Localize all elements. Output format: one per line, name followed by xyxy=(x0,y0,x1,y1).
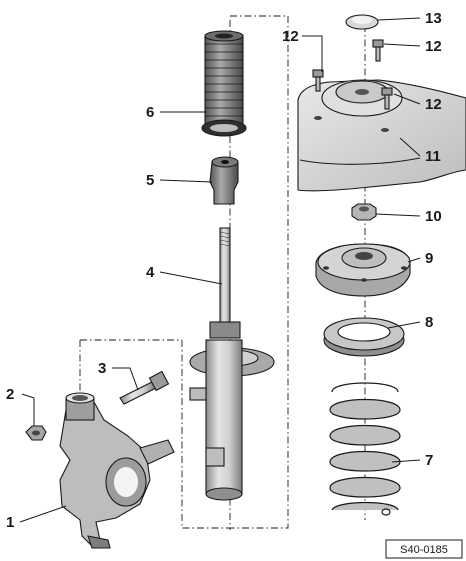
shock-absorber xyxy=(189,227,275,501)
callout-12-top-right: 12 xyxy=(425,38,442,55)
reference-code: S40-0185 xyxy=(400,544,448,556)
bolt xyxy=(381,87,393,110)
callout-1: 1 xyxy=(6,514,14,531)
wheel-bearing-housing xyxy=(59,392,175,549)
callout-6: 6 xyxy=(146,104,154,121)
callout-4: 4 xyxy=(146,264,155,281)
body-mounting xyxy=(297,79,466,192)
protective-boot xyxy=(201,30,247,137)
bolt xyxy=(312,69,324,92)
callout-5: 5 xyxy=(146,172,154,189)
cap xyxy=(345,14,379,30)
callout-2: 2 xyxy=(6,386,14,403)
spring-seat xyxy=(323,317,405,357)
callout-12-mid-right: 12 xyxy=(425,96,442,113)
callout-11: 11 xyxy=(425,148,441,165)
strut-mount xyxy=(315,243,411,297)
callout-12-top-left: 12 xyxy=(282,28,299,45)
clamping-bolt xyxy=(119,370,170,405)
leader-lines xyxy=(19,17,421,523)
bolt xyxy=(372,39,384,62)
nut xyxy=(351,203,377,221)
callout-9: 9 xyxy=(425,250,433,267)
reference-code-box: S40-0185 xyxy=(385,539,463,559)
self-locking-nut xyxy=(25,425,47,441)
coil-spring xyxy=(329,382,401,516)
callout-10: 10 xyxy=(425,208,442,225)
callout-7: 7 xyxy=(425,452,433,469)
callout-8: 8 xyxy=(425,314,433,331)
callout-3: 3 xyxy=(98,360,106,377)
bump-stop xyxy=(209,156,239,205)
callout-13: 13 xyxy=(425,10,442,27)
